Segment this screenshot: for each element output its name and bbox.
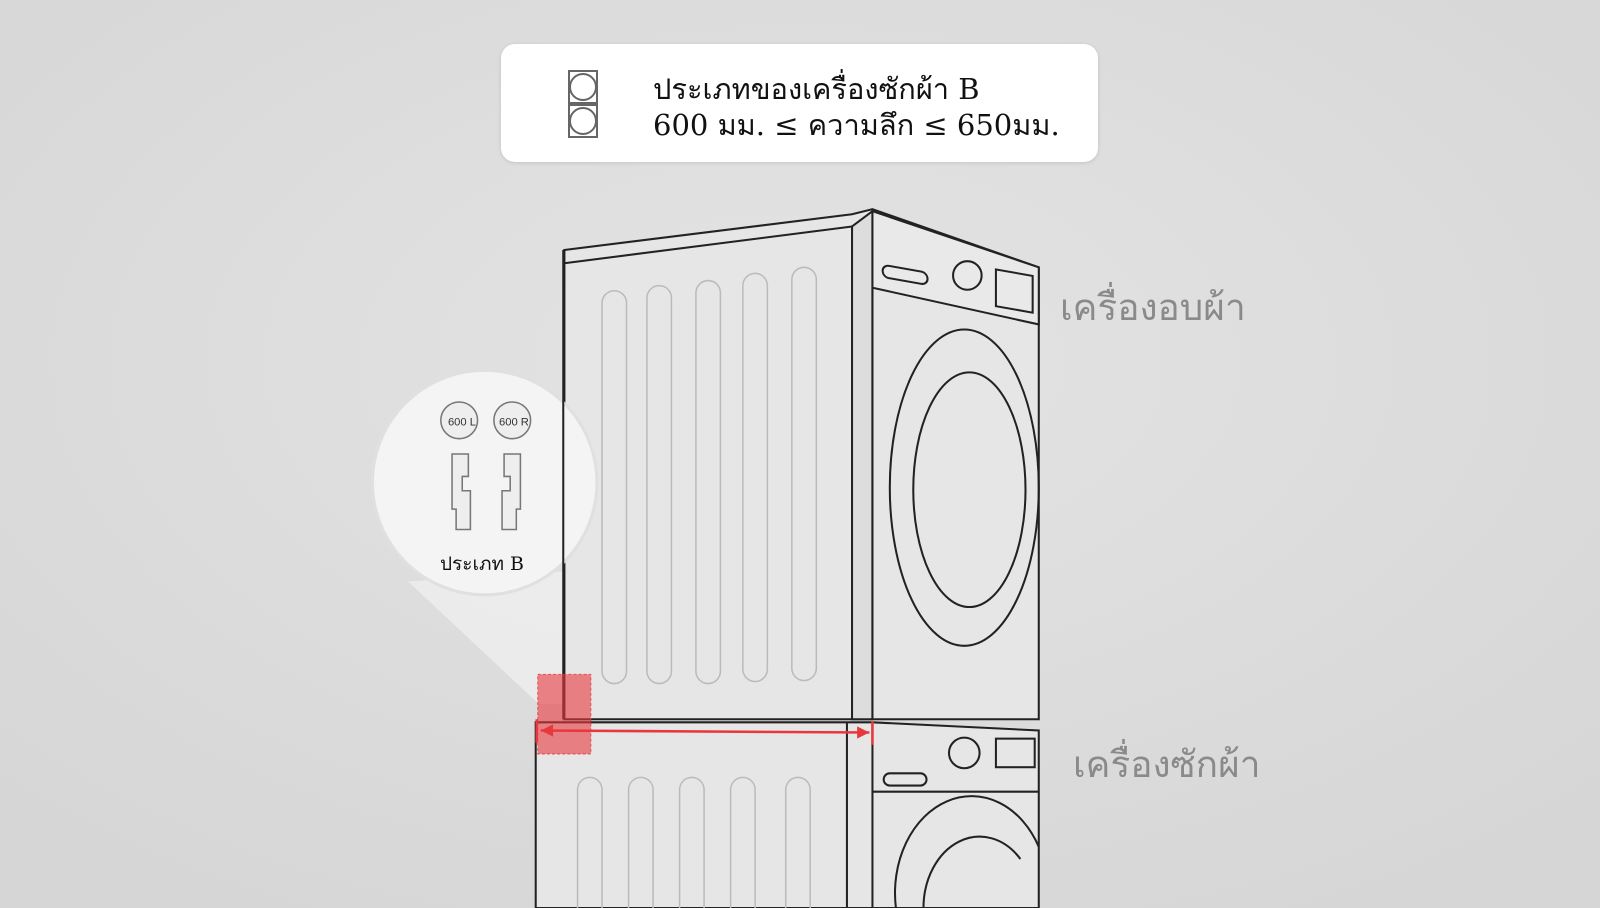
card-title: ประเภทของเครื่องซักผ้า B	[653, 72, 980, 106]
bracket-highlight	[537, 674, 591, 754]
card-depth-range: 600 มม. ≤ ความลึก ≤ 650มม.	[653, 108, 1060, 142]
magnifier-cone	[408, 571, 564, 704]
washer-label: เครื่องซักผ้า	[1073, 743, 1261, 786]
dryer-label: เครื่องอบผ้า	[1060, 286, 1246, 329]
dryer-illustration	[563, 208, 1040, 721]
magnifier-circle	[370, 368, 599, 597]
washer-type-card: ประเภทของเครื่องซักผ้า B 600 มม. ≤ ความล…	[501, 44, 1098, 162]
washer-illustration	[534, 721, 1040, 908]
bracket-icons	[440, 401, 532, 531]
bracket-right-label: 600 R	[499, 416, 529, 428]
depth-arrow	[535, 719, 874, 745]
bracket-left-label: 600 L	[448, 416, 476, 428]
magnifier-caption: ประเภท B	[440, 553, 525, 575]
stacked-washer-dryer-icon	[568, 70, 598, 138]
